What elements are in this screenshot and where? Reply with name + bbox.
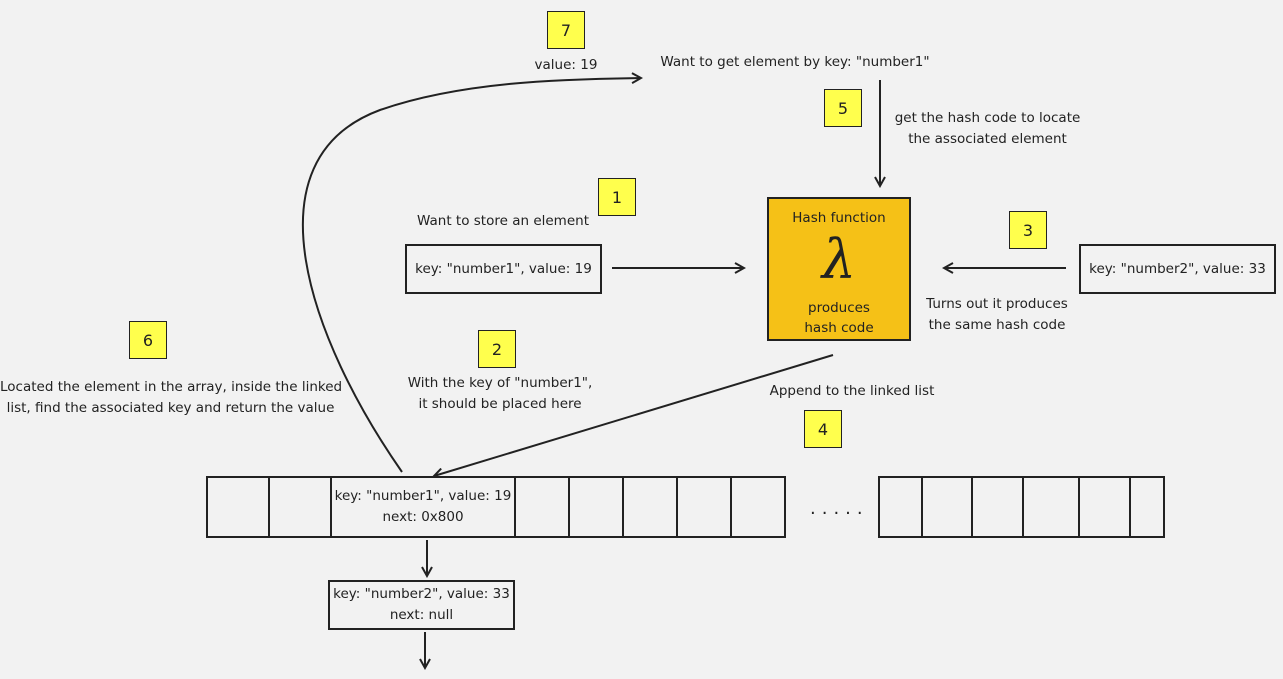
step-badge-3: 3 bbox=[1009, 211, 1047, 249]
array-cell bbox=[732, 478, 784, 536]
located-line-1: Located the element in the array, inside… bbox=[0, 379, 343, 395]
hash-function-sub-1: produces bbox=[808, 300, 870, 316]
append-label: Append to the linked list bbox=[769, 383, 935, 399]
value-result-label: value: 19 bbox=[534, 57, 598, 73]
linked-node-line-1: key: "number2", value: 33 bbox=[333, 586, 510, 602]
step-badge-2: 2 bbox=[478, 330, 516, 368]
hash-lookup-label: get the hash code to locate the associat… bbox=[880, 108, 1095, 150]
hash-lookup-line-1: get the hash code to locate bbox=[894, 110, 1081, 126]
hash-function-box: Hash function λ produces hash code bbox=[767, 197, 911, 341]
element-box-number1: key: "number1", value: 19 bbox=[405, 244, 602, 294]
element-box-number2: key: "number2", value: 33 bbox=[1079, 244, 1276, 294]
want-store-label: Want to store an element bbox=[417, 213, 589, 229]
array-cell-entry: key: "number1", value: 19 next: 0x800 bbox=[332, 478, 516, 536]
array-entry-line-2: next: 0x800 bbox=[382, 509, 464, 525]
arrow-return-curve bbox=[302, 78, 641, 473]
array-entry-line-1: key: "number1", value: 19 bbox=[334, 488, 512, 504]
array-cell bbox=[624, 478, 678, 536]
array-cell bbox=[678, 478, 732, 536]
located-label: Located the element in the array, inside… bbox=[0, 377, 343, 419]
step-badge-1: 1 bbox=[598, 178, 636, 216]
array-cell bbox=[1131, 478, 1163, 536]
hash-lookup-line-2: the associated element bbox=[908, 131, 1067, 147]
step-badge-4: 4 bbox=[804, 410, 842, 448]
array-cell bbox=[570, 478, 624, 536]
linked-node-line-2: next: null bbox=[389, 607, 454, 623]
same-hash-label: Turns out it produces the same hash code bbox=[912, 294, 1082, 336]
placed-here-line-1: With the key of "number1", bbox=[407, 375, 593, 391]
lambda-icon: λ bbox=[821, 228, 857, 291]
array-cell bbox=[923, 478, 973, 536]
same-hash-line-1: Turns out it produces bbox=[926, 296, 1068, 312]
hash-array-right bbox=[878, 476, 1165, 538]
hash-function-sub-2: hash code bbox=[804, 320, 874, 336]
element-box-number1-label: key: "number1", value: 19 bbox=[415, 260, 592, 277]
array-cell bbox=[1024, 478, 1080, 536]
step-badge-7: 7 bbox=[547, 11, 585, 49]
same-hash-line-2: the same hash code bbox=[928, 317, 1066, 333]
array-cell bbox=[973, 478, 1024, 536]
element-box-number2-label: key: "number2", value: 33 bbox=[1089, 260, 1266, 277]
placed-here-line-2: it should be placed here bbox=[418, 396, 582, 412]
linked-list-node: key: "number2", value: 33 next: null bbox=[328, 580, 515, 630]
array-cell bbox=[270, 478, 332, 536]
array-cell bbox=[880, 478, 923, 536]
array-cell bbox=[1080, 478, 1131, 536]
located-line-2: list, find the associated key and return… bbox=[6, 400, 335, 416]
hash-array-left: key: "number1", value: 19 next: 0x800 bbox=[206, 476, 786, 538]
hash-function-title: Hash function bbox=[792, 210, 886, 226]
step-badge-5: 5 bbox=[824, 89, 862, 127]
array-cell bbox=[516, 478, 570, 536]
array-cell bbox=[208, 478, 270, 536]
arrow-hash-to-array bbox=[434, 354, 834, 476]
want-get-label: Want to get element by key: "number1" bbox=[660, 54, 930, 70]
step-badge-6: 6 bbox=[129, 321, 167, 359]
array-ellipsis: ..... bbox=[810, 498, 869, 519]
placed-here-label: With the key of "number1", it should be … bbox=[395, 373, 605, 415]
